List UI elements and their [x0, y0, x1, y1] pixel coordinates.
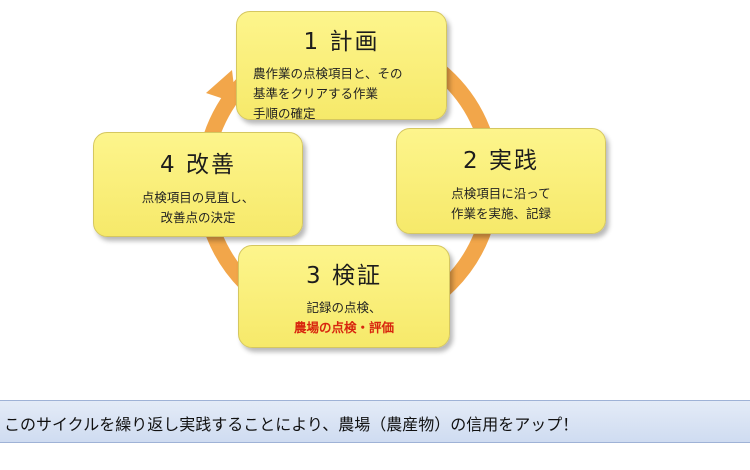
act-step-title: 4 改善: [160, 152, 236, 178]
plan-desc-line: 基準をクリアする作業: [253, 86, 379, 101]
act-desc-line: 改善点の決定: [160, 210, 236, 225]
cycle-arrowhead: [206, 70, 236, 103]
do-step-box: 2 実践 点検項目に沿って 作業を実施、記録: [396, 128, 606, 234]
do-step-description: 点検項目に沿って 作業を実施、記録: [397, 175, 605, 224]
summary-banner-text: このサイクルを繰り返し実践することにより、農場（農産物）の信用をアップ！: [4, 415, 579, 434]
plan-desc-line: 手順の確定: [253, 106, 316, 121]
plan-step-box: 1 計画 農作業の点検項目と、その 基準をクリアする作業 手順の確定: [236, 11, 447, 121]
plan-step-title: 1 計画: [303, 29, 380, 55]
act-step-box: 4 改善 点検項目の見直し、 改善点の決定: [93, 132, 303, 237]
check-desc-line: 記録の点検、: [306, 300, 382, 315]
check-step-box: 3 検証 記録の点検、 農場の点検・評価: [238, 245, 450, 348]
summary-banner: このサイクルを繰り返し実践することにより、農場（農産物）の信用をアップ！: [0, 400, 750, 443]
plan-step-description: 農作業の点検項目と、その 基準をクリアする作業 手順の確定: [237, 56, 446, 124]
check-desc-highlight: 農場の点検・評価: [293, 320, 394, 335]
do-step-title: 2 実践: [463, 148, 539, 174]
act-step-description: 点検項目の見直し、 改善点の決定: [94, 179, 302, 228]
check-step-description: 記録の点検、 農場の点検・評価: [239, 290, 449, 338]
plan-desc-line: 農作業の点検項目と、その: [253, 66, 403, 81]
do-desc-line: 点検項目に沿って: [451, 186, 551, 201]
check-step-title: 3 検証: [306, 263, 382, 289]
act-desc-line: 点検項目の見直し、: [141, 190, 255, 205]
do-desc-line: 作業を実施、記録: [450, 206, 551, 221]
